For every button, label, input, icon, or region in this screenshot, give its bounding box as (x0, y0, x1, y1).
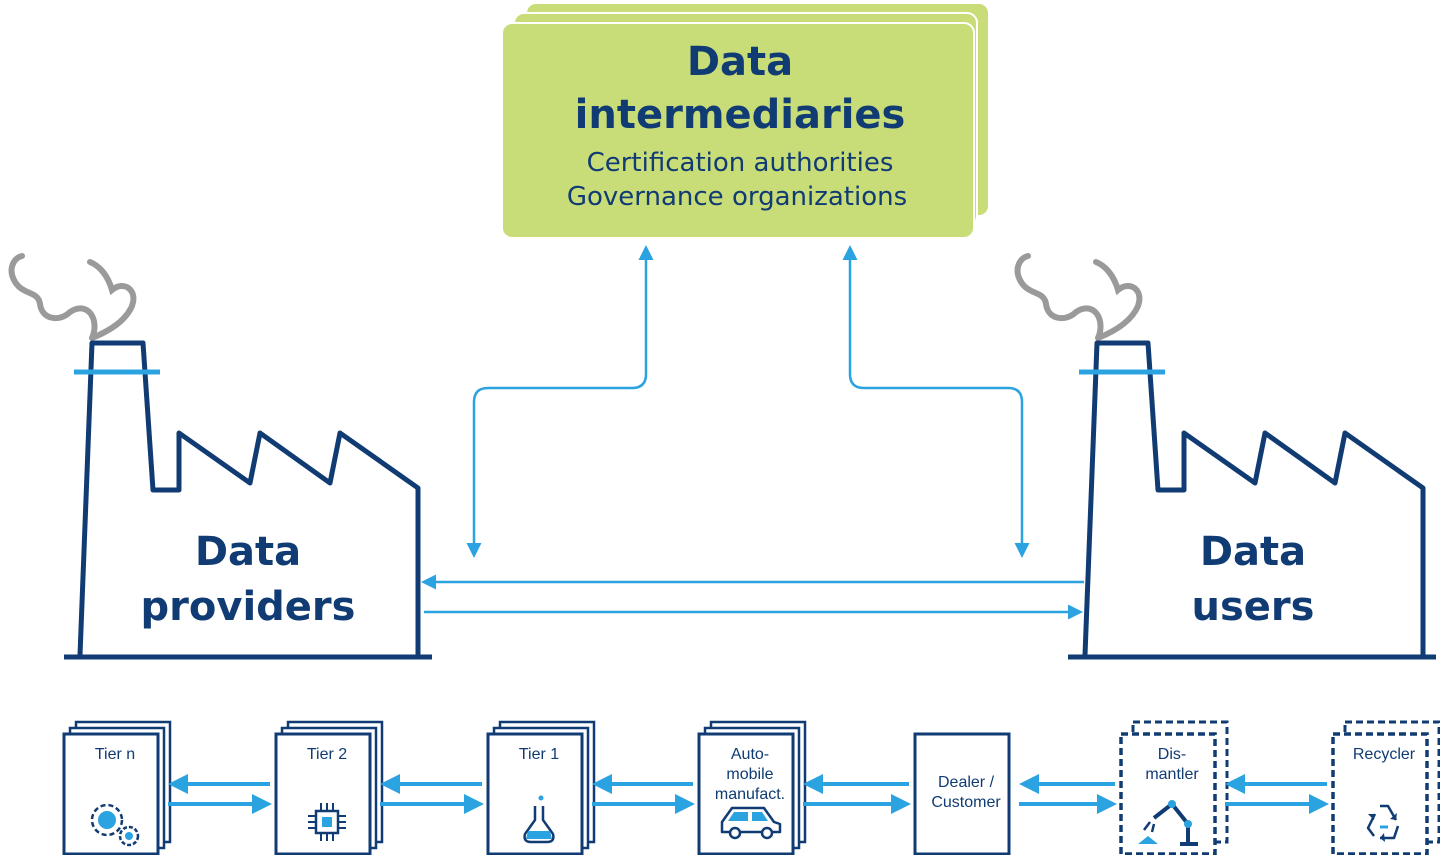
recycle-icon (1366, 804, 1400, 842)
chain-node-label: mantler (1145, 766, 1199, 783)
chain-node: Tier n (62, 720, 172, 855)
intermediaries-subtitle-line1: Certification authorities (587, 148, 894, 178)
chain-node: Recycler (1331, 720, 1440, 855)
chain-node-label: Dealer / (938, 774, 995, 791)
gears-icon (90, 803, 140, 847)
chain-node-label: Recycler (1353, 746, 1416, 763)
smoke-icon (1014, 253, 1143, 341)
user-intermediary-arrow (842, 245, 1030, 558)
intermediaries-title-line2: intermediaries (575, 92, 906, 138)
chain-node-label: manufact. (715, 786, 785, 803)
intermediaries-subtitle-line2: Governance organizations (567, 182, 907, 212)
users-label-line2: users (1192, 584, 1315, 630)
chain-node-label: Tier 2 (307, 746, 347, 763)
supply-chain: Tier n Tier 2 Tier 1 Auto-mobile manufact. De… (62, 720, 1440, 855)
chain-node-label: Tier 1 (519, 746, 559, 763)
providers-label-line1: Data (195, 529, 301, 575)
chain-node: Dealer / Customer (913, 732, 1011, 855)
car-icon (720, 806, 782, 840)
chain-node-label: Auto- (731, 746, 769, 763)
chip-icon (308, 803, 346, 841)
providers-label-line2: providers (141, 584, 356, 630)
data-users-factory: Data users (1014, 253, 1436, 660)
connector-arrows (421, 245, 1084, 620)
chain-node: Auto-mobile manufact. (697, 720, 807, 855)
robot-arm-icon (1138, 800, 1198, 846)
chain-node-label: mobile (726, 766, 773, 783)
users-label-line1: Data (1200, 529, 1306, 575)
chain-node: Tier 2 (274, 720, 384, 855)
smoke-icon (8, 253, 137, 341)
chain-node-label: Customer (931, 794, 1001, 811)
data-providers-factory: Data providers (8, 253, 432, 660)
chain-node-label: Dis- (1158, 746, 1186, 763)
flask-icon (523, 795, 555, 844)
provider-intermediary-arrow (466, 245, 654, 558)
chain-node: Dis-mantler (1119, 720, 1229, 855)
intermediaries-box: Data intermediaries Certification author… (501, 2, 990, 239)
chain-node-label: Tier n (95, 746, 135, 763)
intermediaries-title-line1: Data (687, 39, 793, 85)
chain-node: Tier 1 (486, 720, 596, 855)
